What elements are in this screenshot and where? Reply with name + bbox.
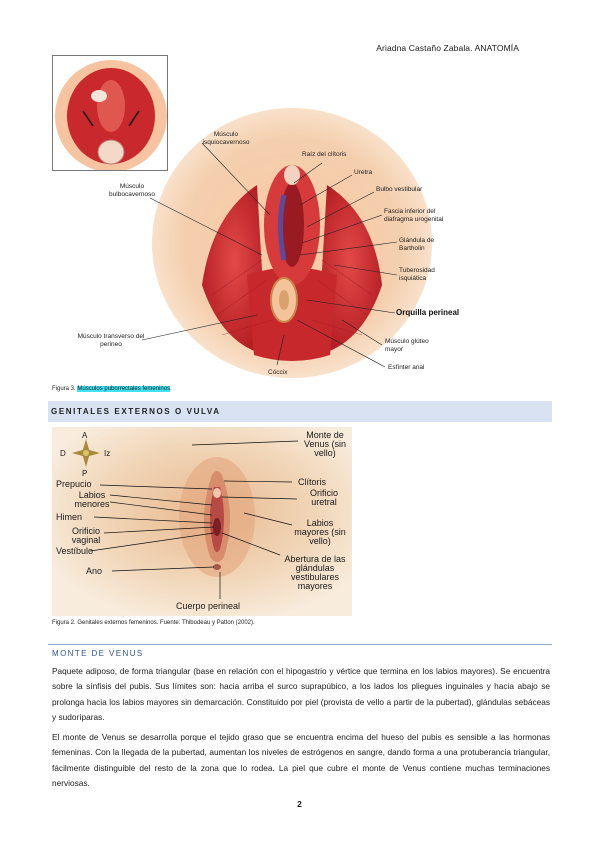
label-ano: Ano xyxy=(86,566,103,576)
label-glandula: Glándula de Bartholin xyxy=(399,237,435,252)
paragraph-2: El monte de Venus se desarrolla porque e… xyxy=(52,732,550,789)
inset-illustration xyxy=(53,56,167,170)
compass-p: P xyxy=(82,469,88,478)
label-fascia: Fascia inferior del diafragma urogenital xyxy=(384,208,444,223)
compass-d: D xyxy=(60,449,66,458)
vulva-illustration xyxy=(52,427,352,616)
label-himen: Himen xyxy=(56,512,83,522)
figure-3-perineal-muscles: Músculo isquiocavernoso Raíz del clítori… xyxy=(52,55,464,382)
label-clitoris: Clítoris xyxy=(298,477,327,487)
label-isquiocavernoso: Músculo isquiocavernoso xyxy=(202,131,250,146)
compass-iz: Iz xyxy=(104,449,111,458)
label-esfinter: Esfínter anal xyxy=(388,364,425,371)
paragraph-1: Paquete adiposo, de forma triangular (ba… xyxy=(52,666,550,723)
label-raiz-clitoris: Raíz del clítoris xyxy=(302,151,347,158)
figure-2-caption: Figura 2. Genitales externos femeninos. … xyxy=(52,620,255,626)
figure-2-vulva: A P D Iz Prepucio Labios menores Himen O… xyxy=(52,427,352,616)
perineal-muscles-illustration xyxy=(141,108,432,378)
caption-suffix: . xyxy=(170,386,172,392)
label-cuerpo-perineal: Cuerpo perineal xyxy=(176,601,241,611)
label-transverso: Músculo transverso del perineo xyxy=(77,333,145,348)
subheading-rule xyxy=(48,644,552,645)
caption-highlight: Músculos puborrectales femeninos xyxy=(77,386,171,392)
section-heading-bar: GENITALES EXTERNOS O VULVA xyxy=(48,401,552,422)
compass-rose xyxy=(72,439,100,467)
caption-prefix: Figura 3. xyxy=(52,386,78,392)
compass-a: A xyxy=(82,431,88,440)
label-orificio-uretral: Orificio uretral xyxy=(309,488,338,507)
subheading-monte-venus: MONTE DE VENUS xyxy=(52,649,144,658)
label-coccix: Cóccix xyxy=(268,369,288,376)
label-tuberosidad: Tuberosidad isquiática xyxy=(399,267,435,282)
label-bulbo-vestibular: Bulbo vestibular xyxy=(376,186,423,193)
label-labios-menores: Labios menores xyxy=(74,490,110,509)
page-number: 2 xyxy=(297,799,302,809)
label-uretra: Uretra xyxy=(354,169,373,176)
label-vestibulo: Vestíbulo xyxy=(56,546,94,556)
figure-3-caption: Figura 3. Músculos puborrectales femenin… xyxy=(52,386,172,392)
label-prepucio: Prepucio xyxy=(56,479,92,489)
figure-3-inset xyxy=(52,55,168,171)
section-title: GENITALES EXTERNOS O VULVA xyxy=(51,407,221,416)
label-monte: Monte de Venus (sin vello) xyxy=(303,430,347,458)
page-header: Ariadna Castaño Zabala. ANATOMÍA xyxy=(376,43,519,53)
label-orquilla-perineal: Orquilla perineal xyxy=(396,308,460,317)
label-orificio-vaginal: Orificio vaginal xyxy=(71,526,101,545)
label-bulbocavernoso: Músculo bulbocavernoso xyxy=(109,183,155,198)
label-gluteo: Músculo glúteo mayor xyxy=(385,338,429,353)
label-abertura: Abertura de las glándulas vestibulares m… xyxy=(284,554,346,591)
label-labios-mayores: Labios mayores (sin vello) xyxy=(294,518,346,546)
